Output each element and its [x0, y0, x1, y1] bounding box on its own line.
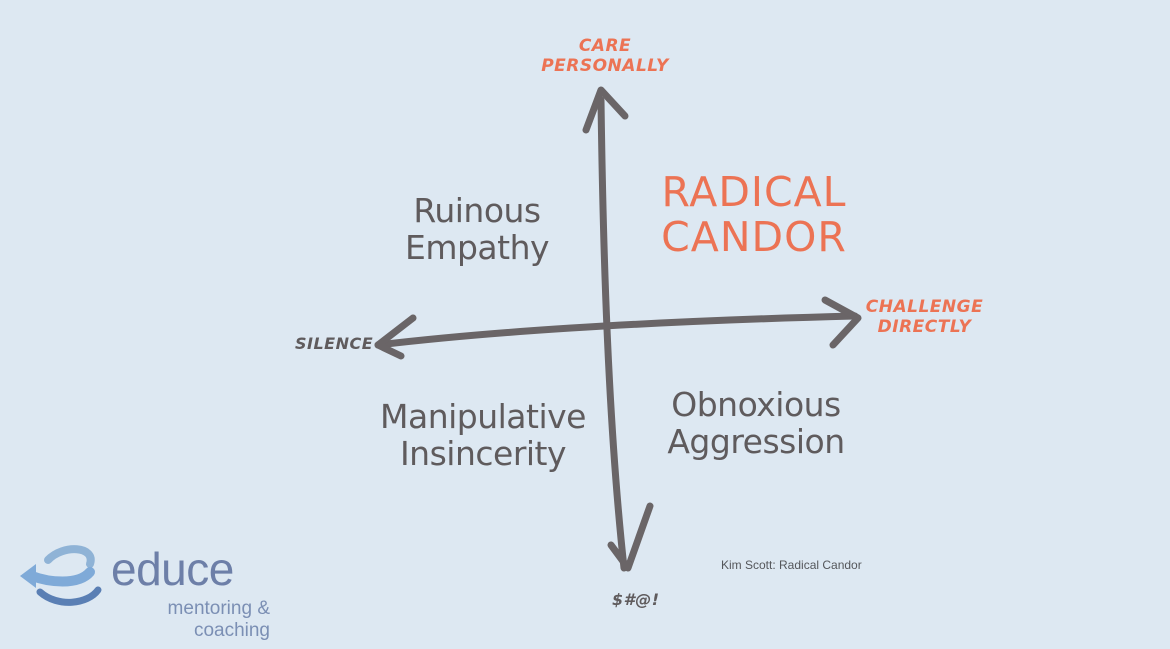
- quadrant-top-right-line1: RADICAL: [661, 168, 847, 216]
- top-arrowhead: [582, 86, 629, 134]
- bottom-arrowhead: [607, 502, 654, 572]
- right-arrowhead: [821, 296, 862, 349]
- quadrant-radical-candor: RADICAL CANDOR: [644, 170, 864, 260]
- axis-label-care-personally: CARE PERSONALLY: [540, 36, 670, 76]
- axis-label-top-line1: CARE: [578, 36, 632, 56]
- axis-label-challenge-directly: CHALLENGE DIRECTLY: [862, 297, 987, 337]
- swoosh-arrow-icon: [20, 545, 102, 606]
- axis-label-right-line1: CHALLENGE: [865, 297, 984, 317]
- quadrant-top-right-line2: CANDOR: [661, 213, 847, 261]
- quadrant-bottom-left-line1: Manipulative: [380, 397, 586, 436]
- quadrant-obnoxious-aggression: Obnoxious Aggression: [666, 386, 846, 460]
- logo-tagline-line1: mentoring &: [167, 598, 270, 619]
- logo-tagline: mentoring & coaching: [138, 598, 270, 642]
- quadrant-bottom-right-line2: Aggression: [667, 422, 845, 461]
- quadrant-ruinous-empathy: Ruinous Empathy: [392, 192, 562, 266]
- quadrant-bottom-left-line2: Insincerity: [399, 434, 567, 473]
- educe-logo: educe mentoring & coaching: [18, 540, 278, 645]
- axis-label-top-line2: PERSONALLY: [541, 56, 669, 76]
- logo-wordmark: educe: [111, 543, 234, 595]
- quadrant-top-left-line2: Empathy: [404, 228, 550, 267]
- axis-label-right-line2: DIRECTLY: [877, 317, 972, 337]
- logo-tagline-line2: coaching: [193, 620, 270, 641]
- axis-label-bottom-symbols: $#@!: [612, 590, 660, 609]
- left-arrowhead: [374, 314, 417, 360]
- axis-label-silence: SILENCE: [295, 334, 374, 353]
- source-caption: Kim Scott: Radical Candor: [721, 558, 862, 572]
- quadrant-bottom-right-line1: Obnoxious: [671, 385, 841, 424]
- quadrant-manipulative-insincerity: Manipulative Insincerity: [368, 398, 598, 472]
- horizontal-axis-line: [374, 312, 859, 349]
- vertical-axis-line: [597, 96, 628, 572]
- quadrant-top-left-line1: Ruinous: [413, 191, 541, 230]
